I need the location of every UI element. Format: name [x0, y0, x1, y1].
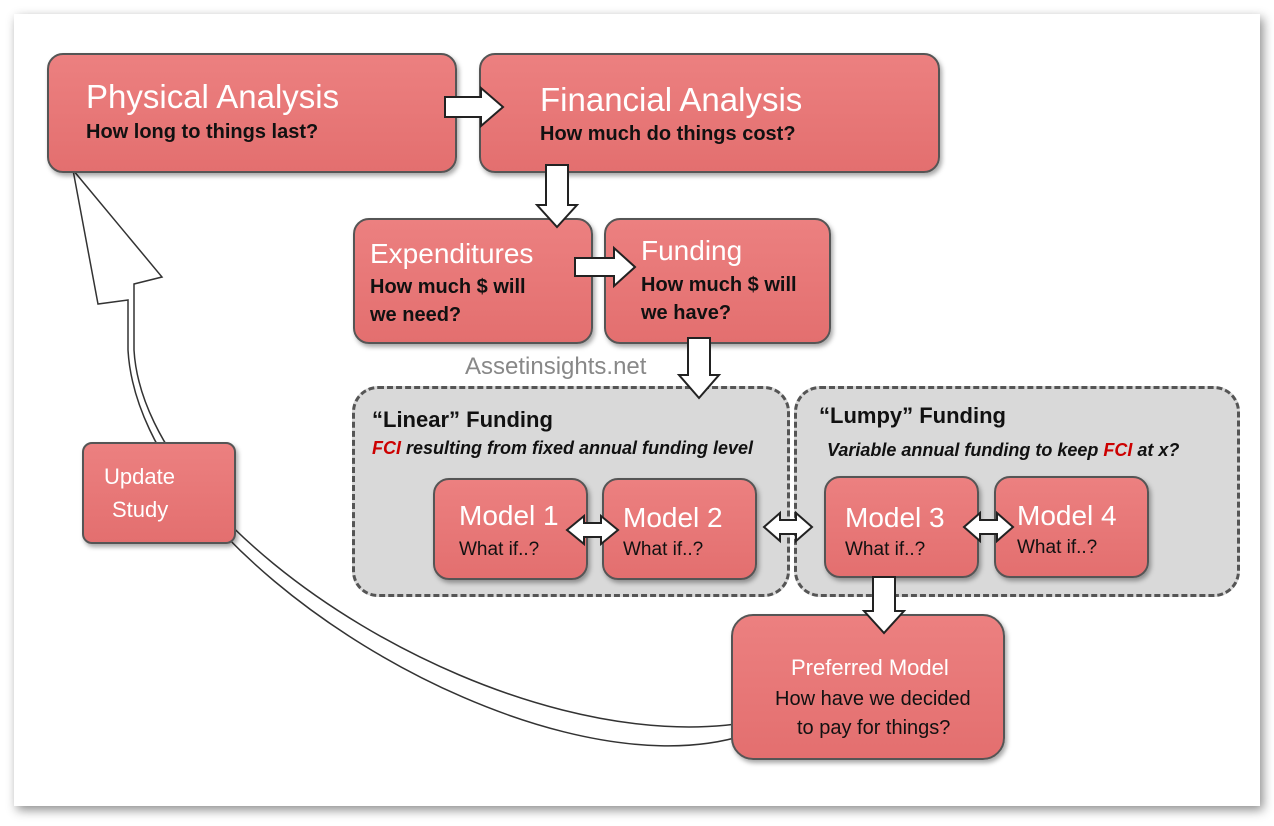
lumpy-sub-pre: Variable annual funding to keep	[827, 440, 1104, 460]
funding-title: Funding	[641, 235, 743, 266]
arrow-model1-model2	[565, 513, 620, 547]
model-4-sub: What if..?	[1017, 537, 1098, 558]
physical-analysis-title: Physical Analysis	[86, 78, 340, 115]
linear-funding-title: “Linear” Funding	[372, 407, 553, 432]
expenditures-box: Expenditures How much $ will we need?	[353, 218, 593, 344]
expenditures-line2: we need?	[370, 304, 462, 326]
linear-funding-subtitle: FCI resulting from fixed annual funding …	[372, 439, 753, 457]
linear-fci-label: FCI	[372, 438, 401, 458]
arrow-expenditures-to-funding	[574, 245, 637, 289]
arrow-model3-to-preferred	[861, 576, 907, 635]
update-cycle-arrow	[71, 167, 763, 747]
model-1-sub: What if..?	[459, 539, 540, 560]
physical-analysis-box: Physical Analysis How long to things las…	[47, 53, 457, 173]
watermark-text: Assetinsights.net	[465, 353, 647, 380]
arrow-physical-to-financial	[444, 85, 505, 129]
financial-analysis-title: Financial Analysis	[540, 81, 803, 118]
lumpy-funding-subtitle: Variable annual funding to keep FCI at x…	[827, 441, 1179, 459]
arrow-financial-to-expenditures	[534, 164, 580, 229]
preferred-model-line2: to pay for things?	[797, 717, 951, 739]
update-study-line2: Study	[112, 497, 169, 522]
update-study-box: Update Study	[82, 442, 236, 544]
model-2-sub: What if..?	[623, 539, 704, 560]
physical-analysis-subtitle: How long to things last?	[86, 121, 319, 143]
preferred-model-title: Preferred Model	[791, 655, 949, 680]
linear-sub-text: resulting from fixed annual funding leve…	[401, 438, 754, 458]
model-3-box: Model 3 What if..?	[824, 476, 979, 578]
model-1-title: Model 1	[459, 500, 559, 531]
arrow-funding-to-linear	[676, 337, 722, 400]
expenditures-title: Expenditures	[370, 238, 534, 269]
model-4-title: Model 4	[1017, 500, 1117, 531]
preferred-model-line1: How have we decided	[775, 688, 971, 710]
model-3-title: Model 3	[845, 502, 945, 533]
lumpy-sub-post: at x?	[1132, 440, 1180, 460]
model-2-title: Model 2	[623, 502, 723, 533]
funding-line1: How much $ will	[641, 274, 797, 296]
arrow-model3-model4	[962, 510, 1015, 544]
funding-box: Funding How much $ will we have?	[604, 218, 831, 344]
financial-analysis-subtitle: How much do things cost?	[540, 123, 796, 145]
update-study-line1: Update	[104, 464, 175, 489]
model-4-box: Model 4 What if..?	[994, 476, 1149, 578]
expenditures-line1: How much $ will	[370, 276, 526, 298]
model-3-sub: What if..?	[845, 539, 926, 560]
financial-analysis-box: Financial Analysis How much do things co…	[479, 53, 940, 173]
lumpy-funding-title: “Lumpy” Funding	[819, 403, 1006, 428]
model-2-box: Model 2 What if..?	[602, 478, 757, 580]
preferred-model-box: Preferred Model How have we decided to p…	[731, 614, 1005, 760]
lumpy-fci-label: FCI	[1103, 440, 1133, 460]
arrow-linear-lumpy	[762, 510, 814, 544]
funding-line2: we have?	[641, 302, 732, 324]
